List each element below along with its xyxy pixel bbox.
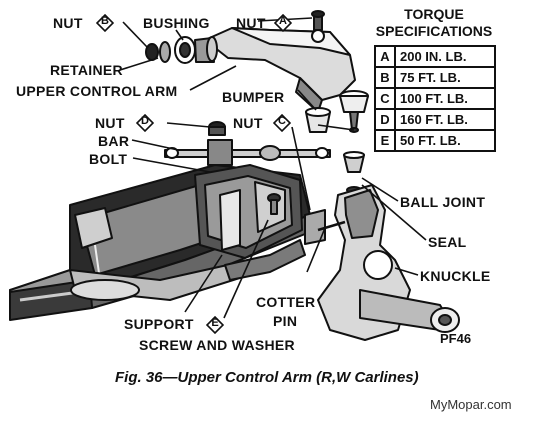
torque-key-a-tag: A bbox=[274, 14, 292, 32]
label-knuckle: KNUCKLE bbox=[420, 268, 491, 284]
watermark: MyMopar.com bbox=[430, 397, 512, 412]
torque-row-value: 100 FT. LB. bbox=[394, 87, 496, 110]
torque-row-value: 50 FT. LB. bbox=[394, 129, 496, 152]
label-nut-d: NUT bbox=[95, 115, 125, 131]
torque-row: C 100 FT. LB. bbox=[374, 87, 496, 110]
torque-key-letter: A bbox=[380, 49, 390, 64]
torque-row-key: E bbox=[374, 129, 396, 152]
label-support: SUPPORT bbox=[124, 316, 194, 332]
torque-row-value: 200 IN. LB. bbox=[394, 45, 496, 68]
label-upper-control-arm: UPPER CONTROL ARM bbox=[16, 83, 178, 99]
torque-key-e-letter: E bbox=[211, 317, 219, 329]
label-ball-joint: BALL JOINT bbox=[400, 194, 486, 210]
torque-key-c-tag: C bbox=[273, 114, 291, 132]
torque-key-c-letter: C bbox=[278, 115, 286, 127]
torque-key-a-letter: A bbox=[279, 15, 287, 27]
seal-graphic bbox=[343, 151, 365, 194]
torque-key-letter: C bbox=[380, 91, 390, 106]
ball-joint-graphic bbox=[339, 90, 369, 133]
label-seal: SEAL bbox=[428, 234, 467, 250]
bumper-graphic bbox=[305, 107, 331, 133]
label-pin: PIN bbox=[273, 313, 298, 329]
bushing-stack-graphic bbox=[145, 36, 218, 64]
torque-row: A 200 IN. LB. bbox=[374, 45, 496, 68]
torque-key-e-tag: E bbox=[206, 316, 224, 334]
torque-row-key: B bbox=[374, 66, 396, 89]
torque-specifications-title: TORQUE SPECIFICATIONS bbox=[372, 6, 496, 40]
label-bar: BAR bbox=[98, 133, 130, 149]
nut-d-graphic bbox=[208, 121, 226, 136]
diamond-icon bbox=[274, 14, 292, 32]
torque-row-value: 75 FT. LB. bbox=[394, 66, 496, 89]
torque-row-key: A bbox=[374, 45, 396, 68]
label-nut-a: NUT bbox=[236, 15, 266, 31]
torque-key-b-tag: B bbox=[96, 14, 114, 32]
leader-lines bbox=[119, 17, 427, 319]
figure-code: PF46 bbox=[440, 331, 472, 346]
support-screw-graphic bbox=[267, 193, 281, 215]
torque-key-d-letter: D bbox=[141, 115, 149, 127]
label-bumper: BUMPER bbox=[222, 89, 285, 105]
label-nut-b: NUT bbox=[53, 15, 83, 31]
torque-row-key: C bbox=[374, 87, 396, 110]
label-retainer: RETAINER bbox=[50, 62, 123, 78]
label-nut-c-text: NUT bbox=[233, 115, 263, 131]
label-bolt: BOLT bbox=[89, 151, 128, 167]
upper-control-arm-graphic bbox=[204, 10, 356, 113]
label-cotter: COTTER bbox=[256, 294, 316, 310]
torque-key-letter: E bbox=[380, 133, 390, 148]
label-bushing: BUSHING bbox=[143, 15, 210, 31]
label-nut-d-text: NUT bbox=[95, 115, 125, 131]
torque-row-value: 160 FT. LB. bbox=[394, 108, 496, 131]
torque-key-letter: D bbox=[380, 112, 390, 127]
torque-key-b-letter: B bbox=[101, 15, 109, 27]
cross-shaft-bar-graphic bbox=[164, 139, 331, 166]
label-nut-c: NUT bbox=[233, 115, 263, 131]
diamond-icon bbox=[273, 114, 291, 132]
figure-caption: Fig. 36—Upper Control Arm (R,W Carlines) bbox=[115, 369, 419, 386]
torque-key-d-tag: D bbox=[136, 114, 154, 132]
torque-row: D 160 FT. LB. bbox=[374, 108, 496, 131]
diamond-icon bbox=[206, 316, 224, 334]
diamond-icon bbox=[136, 114, 154, 132]
diamond-icon bbox=[96, 14, 114, 32]
torque-row: B 75 FT. LB. bbox=[374, 66, 496, 89]
torque-row: E 50 FT. LB. bbox=[374, 129, 496, 152]
torque-title-line1: TORQUE bbox=[404, 6, 464, 22]
torque-row-key: D bbox=[374, 108, 396, 131]
label-nut-b-text: NUT bbox=[53, 15, 83, 31]
torque-specifications-table: A 200 IN. LB. B 75 FT. LB. C 100 FT. LB.… bbox=[374, 45, 496, 152]
label-screw-and-washer: SCREW AND WASHER bbox=[139, 337, 295, 353]
label-nut-a-text: NUT bbox=[236, 15, 266, 31]
torque-key-letter: B bbox=[380, 70, 390, 85]
cotter-pin-graphic bbox=[304, 209, 346, 245]
torque-title-line2: SPECIFICATIONS bbox=[375, 23, 493, 39]
